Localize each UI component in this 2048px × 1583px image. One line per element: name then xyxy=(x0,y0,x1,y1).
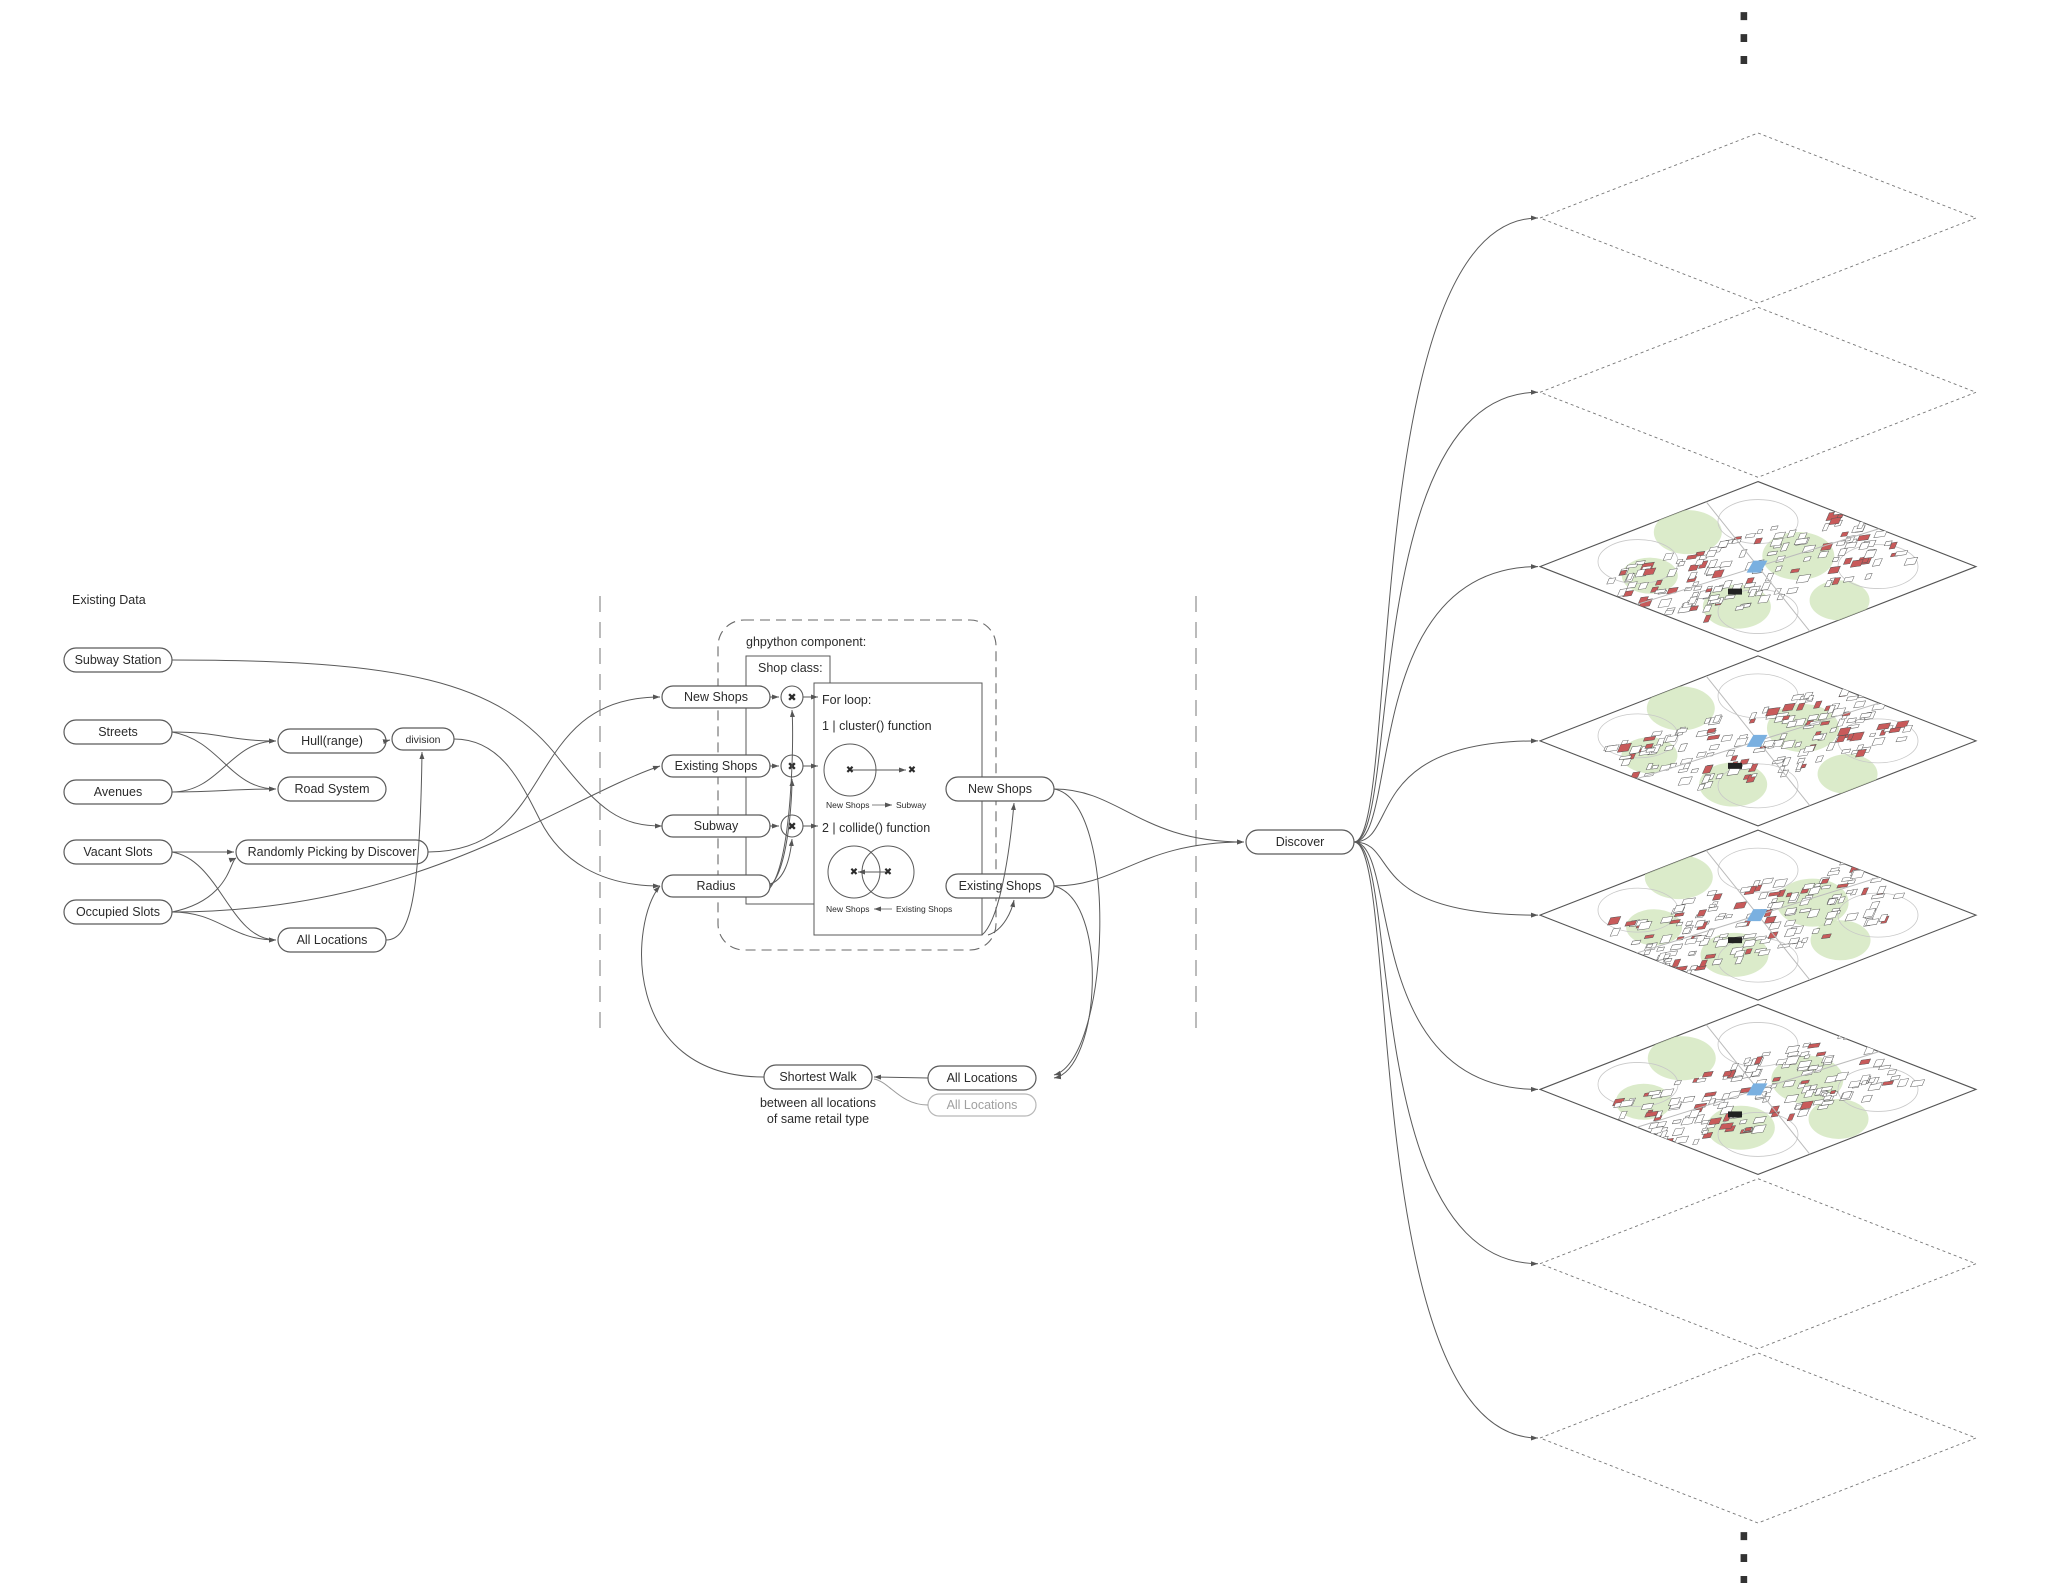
node-label: Discover xyxy=(1276,835,1325,849)
node-label: All Locations xyxy=(947,1071,1018,1085)
for-loop-title: For loop: xyxy=(822,693,871,707)
node-label: Hull(range) xyxy=(301,734,363,748)
node-label: Randomly Picking by Discover xyxy=(248,845,417,859)
node-label: Radius xyxy=(697,879,736,893)
input-node-occupied-slots[interactable]: Occupied Slots xyxy=(63,899,173,925)
node-label: New Shops xyxy=(684,690,748,704)
collide-to-label: Existing Shops xyxy=(896,904,952,914)
shortest-walk-note-line2: of same retail type xyxy=(767,1112,869,1126)
fan-edge xyxy=(1353,841,1539,918)
operator-node-1[interactable]: ✖ xyxy=(780,685,804,709)
left-connections xyxy=(171,659,663,943)
iteration-plane-map xyxy=(1538,655,1978,827)
node-label: Existing Shops xyxy=(959,879,1042,893)
cluster-to-label: Subway xyxy=(896,800,927,810)
iteration-plane-map xyxy=(1538,829,1978,1001)
discover-node[interactable]: Discover xyxy=(1245,829,1355,855)
fan-edge xyxy=(1353,738,1539,843)
component-internal-connections xyxy=(769,694,818,889)
input-node-streets[interactable]: Streets xyxy=(63,719,173,745)
component-input-new-shops[interactable]: New Shops xyxy=(661,685,771,709)
feedback-connections xyxy=(641,885,929,1106)
feedback-node-all-locations-ghost: All Locations xyxy=(927,1093,1037,1117)
process-node-all-locations-left[interactable]: All Locations xyxy=(277,927,387,953)
node-label: Occupied Slots xyxy=(76,905,160,919)
component-input-radius[interactable]: Radius xyxy=(661,874,771,898)
node-label: division xyxy=(405,734,440,746)
iteration-plane-empty xyxy=(1538,306,1978,478)
node-label: All Locations xyxy=(297,933,368,947)
component-input-subway[interactable]: Subway xyxy=(661,814,771,838)
cross-icon: ✖ xyxy=(846,765,854,776)
fan-edge xyxy=(1353,564,1539,843)
input-node-vacant-slots[interactable]: Vacant Slots xyxy=(63,839,173,865)
node-label: Existing Shops xyxy=(675,759,758,773)
process-node-division[interactable]: division xyxy=(391,727,455,751)
collide-from-label: New Shops xyxy=(826,904,869,914)
fan-edge xyxy=(1353,841,1539,1441)
node-label: Shortest Walk xyxy=(779,1070,857,1084)
process-node-random-picking[interactable]: Randomly Picking by Discover xyxy=(235,839,429,865)
fan-edge xyxy=(1353,841,1539,1092)
iteration-plane-map xyxy=(1538,1003,1978,1176)
ellipsis-bottom-icon: ⋮ xyxy=(1712,1520,1776,1583)
cluster-from-label: New Shops xyxy=(826,800,869,810)
section-title-existing-data: Existing Data xyxy=(72,593,146,607)
iteration-plane-empty xyxy=(1538,1178,1978,1350)
cross-icon: ✖ xyxy=(908,765,916,776)
fan-edge xyxy=(1353,389,1539,843)
node-label: All Locations xyxy=(947,1098,1018,1112)
feedback-node-shortest-walk[interactable]: Shortest Walk xyxy=(763,1064,873,1090)
collide-diagram: ✖ ✖ New Shops Existing Shops xyxy=(826,845,952,914)
process-node-road-system[interactable]: Road System xyxy=(277,776,387,802)
cross-icon: ✖ xyxy=(850,867,858,878)
cross-icon: ✖ xyxy=(884,867,892,878)
cross-icon: ✖ xyxy=(787,692,796,704)
feedback-node-all-locations[interactable]: All Locations xyxy=(927,1065,1037,1091)
discover-fan-connections xyxy=(1353,215,1539,1441)
iteration-plane-empty xyxy=(1538,132,1978,304)
cluster-function-label: 1 | cluster() function xyxy=(822,719,932,733)
shop-class-title: Shop class: xyxy=(758,661,823,675)
input-node-subway-station[interactable]: Subway Station xyxy=(63,647,173,673)
operator-node-3[interactable]: ✖ xyxy=(780,814,804,838)
node-label: Streets xyxy=(98,725,138,739)
node-label: Subway Station xyxy=(75,653,162,667)
iteration-plane-empty xyxy=(1538,1352,1978,1524)
cross-icon: ✖ xyxy=(787,821,796,833)
component-input-existing-shops[interactable]: Existing Shops xyxy=(661,754,771,778)
shortest-walk-note-line1: between all locations xyxy=(760,1096,876,1110)
output-node-new-shops[interactable]: New Shops xyxy=(945,776,1055,802)
process-node-hull[interactable]: Hull(range) xyxy=(277,728,387,754)
fan-edge xyxy=(1353,215,1539,843)
iteration-plane-map xyxy=(1538,480,1978,653)
collide-function-label: 2 | collide() function xyxy=(822,821,930,835)
node-label: Vacant Slots xyxy=(83,845,152,859)
node-label: Road System xyxy=(294,782,369,796)
cluster-diagram: ✖ ✖ New Shops Subway xyxy=(823,743,927,810)
output-connections xyxy=(981,788,1245,1080)
iteration-planes xyxy=(1538,132,1978,1524)
node-label: Subway xyxy=(694,819,739,833)
input-node-avenues[interactable]: Avenues xyxy=(63,779,173,805)
fan-edge xyxy=(1353,841,1539,1267)
node-label: Avenues xyxy=(94,785,142,799)
node-label: New Shops xyxy=(968,782,1032,796)
ellipsis-top-icon: ⋮ xyxy=(1712,0,1776,74)
component-title: ghpython component: xyxy=(746,635,866,649)
